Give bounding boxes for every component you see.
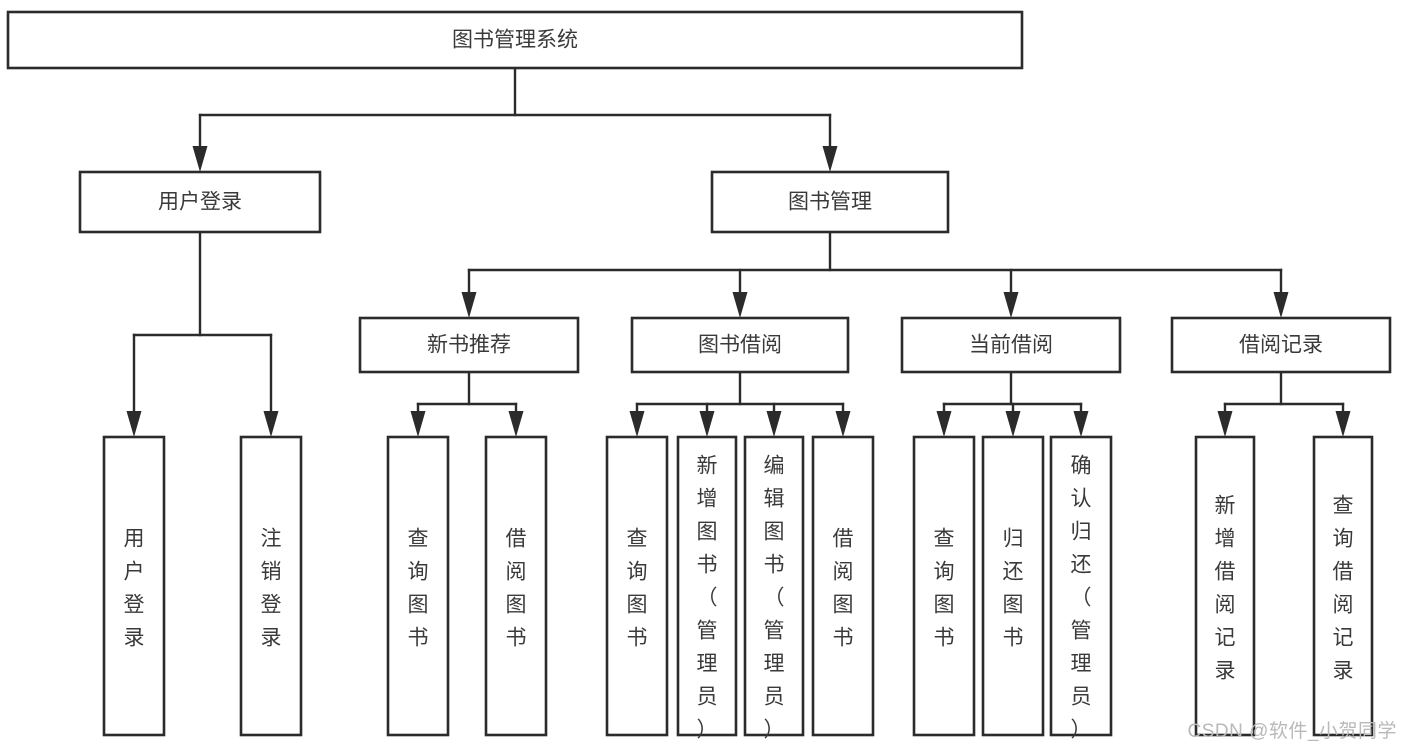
node-label: 新增图书（管理员） — [697, 455, 718, 742]
node-leaf-query-borrow-record[interactable]: 查询借阅记录 — [1312, 435, 1374, 737]
arrow-head-icon — [732, 292, 748, 318]
node-box[interactable] — [1194, 435, 1256, 737]
node-leaf-borrow-book-1[interactable]: 借阅图书 — [484, 435, 548, 737]
arrow-head-icon — [822, 146, 838, 172]
edge-layer — [126, 66, 1351, 437]
node-leaf-edit-book-admin[interactable]: 编辑图书（管理员） — [743, 435, 805, 742]
arrow-head-icon — [1003, 292, 1019, 318]
node-leaf-query-book-2[interactable]: 查询图书 — [605, 435, 669, 737]
node-box[interactable] — [710, 170, 950, 234]
node-label: 用户登录 — [158, 191, 242, 214]
connector-group — [410, 370, 524, 437]
node-label: 图书借阅 — [698, 334, 782, 357]
node-label: 用户登录 — [124, 528, 145, 650]
node-box[interactable] — [1312, 435, 1374, 737]
node-leaf-borrow-book-2[interactable]: 借阅图书 — [811, 435, 875, 737]
node-leaf-add-book-admin[interactable]: 新增图书（管理员） — [676, 435, 738, 742]
arrow-head-icon — [766, 411, 782, 437]
node-box[interactable] — [1170, 316, 1392, 374]
arrow-head-icon — [1073, 411, 1089, 437]
node-label: 图书管理 — [788, 191, 872, 214]
node-label: 编辑图书（管理员） — [764, 455, 785, 742]
node-leaf-user-login[interactable]: 用户登录 — [102, 435, 166, 737]
node-leaf-confirm-return-admin[interactable]: 确认归还（管理员） — [1049, 435, 1113, 742]
node-box[interactable] — [912, 435, 976, 737]
connector-group — [936, 370, 1089, 437]
node-root[interactable]: 图书管理系统 — [6, 10, 1024, 70]
arrow-head-icon — [410, 411, 426, 437]
node-label: 归还图书 — [1003, 528, 1024, 650]
node-leaf-query-book-3[interactable]: 查询图书 — [912, 435, 976, 737]
node-label: 借阅图书 — [506, 528, 527, 650]
node-book-manage[interactable]: 图书管理 — [710, 170, 950, 234]
arrow-head-icon — [1005, 411, 1021, 437]
arrow-head-icon — [1217, 411, 1233, 437]
connector-group — [461, 230, 1289, 318]
node-box[interactable] — [358, 316, 580, 374]
node-label: 查询图书 — [627, 528, 648, 650]
node-label: 确认归还（管理员） — [1071, 455, 1092, 742]
node-borrow-record[interactable]: 借阅记录 — [1170, 316, 1392, 374]
watermark-label: CSDN @软件_小贺同学 — [1187, 721, 1397, 742]
node-leaf-query-book-1[interactable]: 查询图书 — [386, 435, 450, 737]
arrow-head-icon — [508, 411, 524, 437]
node-book-borrow[interactable]: 图书借阅 — [630, 316, 850, 374]
node-box[interactable] — [630, 316, 850, 374]
connector-group — [629, 370, 851, 437]
node-label: 当前借阅 — [969, 334, 1053, 357]
arrow-head-icon — [192, 146, 208, 172]
arrow-head-icon — [1273, 292, 1289, 318]
node-leaf-add-borrow-record[interactable]: 新增借阅记录 — [1194, 435, 1256, 737]
node-box[interactable] — [1049, 435, 1113, 737]
node-label: 新书推荐 — [427, 334, 511, 357]
node-box[interactable] — [605, 435, 669, 737]
node-box[interactable] — [239, 435, 303, 737]
node-box[interactable] — [981, 435, 1045, 737]
node-box[interactable] — [743, 435, 805, 737]
node-label: 新增借阅记录 — [1215, 495, 1236, 683]
node-box[interactable] — [811, 435, 875, 737]
connector-group — [126, 230, 279, 437]
node-label: 查询图书 — [408, 528, 429, 650]
arrow-head-icon — [461, 292, 477, 318]
node-current-borrow[interactable]: 当前借阅 — [900, 316, 1122, 374]
node-box[interactable] — [676, 435, 738, 737]
node-box[interactable] — [900, 316, 1122, 374]
arrow-head-icon — [699, 411, 715, 437]
node-leaf-return-book[interactable]: 归还图书 — [981, 435, 1045, 737]
node-label: 借阅记录 — [1239, 334, 1323, 357]
node-label: 图书管理系统 — [452, 29, 578, 52]
arrow-head-icon — [835, 411, 851, 437]
arrow-head-icon — [126, 411, 142, 437]
node-box[interactable] — [78, 170, 322, 234]
node-box[interactable] — [102, 435, 166, 737]
node-label: 查询图书 — [934, 528, 955, 650]
connector-group — [1217, 370, 1351, 437]
node-new-book-recommend[interactable]: 新书推荐 — [358, 316, 580, 374]
node-box[interactable] — [484, 435, 548, 737]
arrow-head-icon — [936, 411, 952, 437]
arrow-head-icon — [1335, 411, 1351, 437]
node-layer: 图书管理系统用户登录图书管理新书推荐图书借阅当前借阅借阅记录用户登录注销登录查询… — [6, 10, 1392, 742]
node-leaf-logout[interactable]: 注销登录 — [239, 435, 303, 737]
node-box[interactable] — [386, 435, 450, 737]
arrow-head-icon — [629, 411, 645, 437]
node-label: 注销登录 — [261, 528, 282, 650]
node-user-login[interactable]: 用户登录 — [78, 170, 322, 234]
node-box[interactable] — [6, 10, 1024, 70]
node-label: 借阅图书 — [833, 528, 854, 650]
node-label: 查询借阅记录 — [1333, 495, 1354, 683]
arrow-head-icon — [263, 411, 279, 437]
connector-group — [192, 66, 838, 172]
